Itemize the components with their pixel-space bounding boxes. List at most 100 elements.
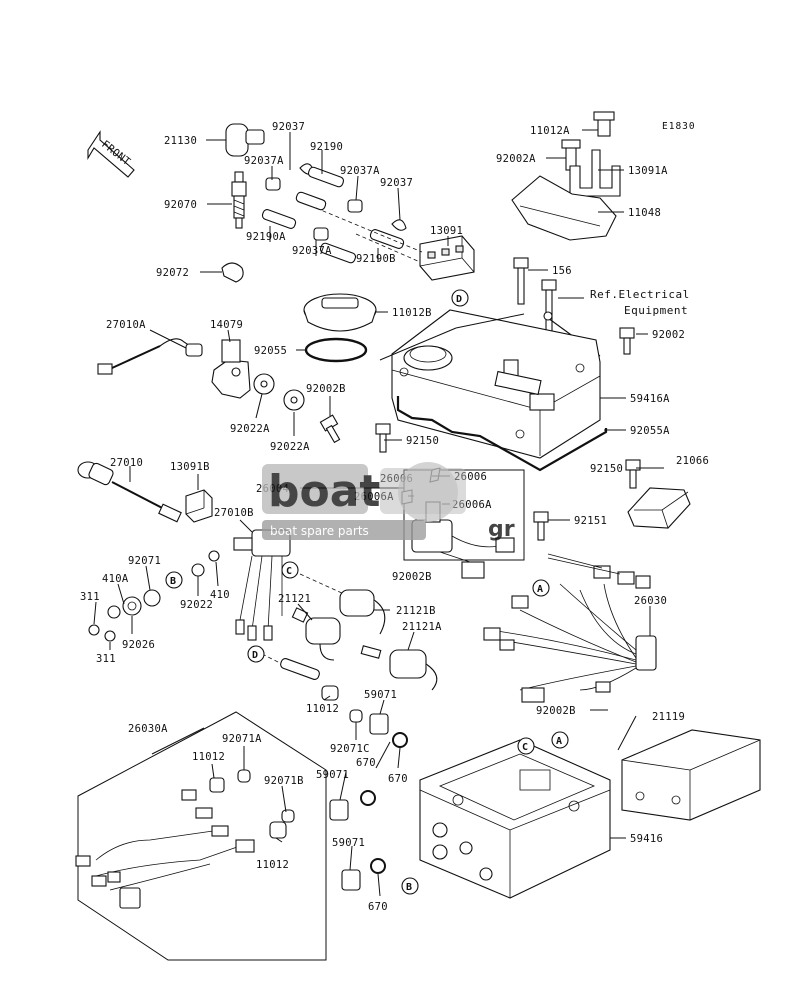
- part-label: 11012: [192, 751, 225, 763]
- part-label: 92150: [406, 435, 439, 447]
- part-label: 92071: [128, 555, 161, 567]
- part-label: 670: [388, 773, 408, 785]
- ref-note-line2: Equipment: [624, 304, 688, 317]
- part-label: 11012: [256, 859, 289, 871]
- part-label: 13091B: [170, 461, 210, 473]
- part-label: 14079: [210, 319, 243, 331]
- sub-harness-box-icon: [75, 711, 327, 961]
- part-label: 670: [356, 757, 376, 769]
- rubber-block-icon: [185, 489, 213, 523]
- part-label: 59071: [364, 689, 397, 701]
- part-label: 26006A: [452, 499, 492, 511]
- callout-c-bottom: C: [522, 742, 528, 753]
- part-label: 92022A: [230, 423, 270, 435]
- part-label: 92002B: [536, 705, 576, 717]
- front-arrow-icon: FRONT: [87, 130, 135, 178]
- part-label: 21121: [278, 593, 311, 605]
- o-ring-icon: [304, 337, 368, 363]
- diagram-code: E1830: [662, 121, 696, 132]
- part-label: 13091A: [628, 165, 668, 177]
- part-label: 26006: [454, 471, 487, 483]
- part-label: 11012B: [392, 307, 432, 319]
- leader-lines: [93, 129, 664, 897]
- callout-d-top: D: [456, 294, 462, 305]
- part-label: 27010A: [106, 319, 146, 331]
- bolt-icon: [533, 511, 549, 541]
- part-label: 92002A: [496, 153, 536, 165]
- part-label: 92002B: [306, 383, 346, 395]
- callout-c-left: C: [286, 566, 292, 577]
- part-label: 92190B: [356, 253, 396, 265]
- connector-harness-icon: [233, 529, 291, 641]
- callout-d-left: D: [252, 650, 258, 661]
- bolt-icon: [619, 327, 635, 355]
- part-label: 13091: [430, 225, 463, 237]
- part-label: 92022A: [270, 441, 310, 453]
- callout-b-bottom: B: [406, 882, 412, 893]
- bolt-icon: [513, 257, 529, 305]
- part-label: 21066: [676, 455, 709, 467]
- bolt-icon: [375, 423, 641, 489]
- part-label: 92037: [380, 177, 413, 189]
- part-label: 92071A: [222, 733, 262, 745]
- part-label: 11012: [306, 703, 339, 715]
- part-label: 92055A: [630, 425, 670, 437]
- part-label: 92072: [156, 267, 189, 279]
- callout-a-right: A: [537, 584, 543, 595]
- part-label: 92037A: [292, 245, 332, 257]
- ecu-box-icon: [621, 729, 761, 821]
- part-label: 27010: [110, 457, 143, 469]
- part-label: 410A: [102, 573, 129, 585]
- sensor-cable-icon: [77, 461, 182, 523]
- terminal-block-icon: [315, 207, 475, 281]
- part-label: 21121A: [402, 621, 442, 633]
- part-label: 92070: [164, 199, 197, 211]
- case-base-icon: [419, 739, 611, 899]
- part-label: 92002: [652, 329, 685, 341]
- watermark-brand-right: gr: [488, 517, 515, 542]
- part-label: 92190A: [246, 231, 286, 243]
- watermark-logo: boat boat spare parts gr: [262, 462, 515, 542]
- relay-icon: [627, 487, 691, 529]
- part-label: 59416: [630, 833, 663, 845]
- cap-icon: [303, 293, 377, 332]
- part-label: 59416A: [630, 393, 670, 405]
- part-label: 26030: [634, 595, 667, 607]
- sensor-icon: [97, 338, 203, 375]
- grommet-icons: [261, 653, 408, 891]
- main-harness-icon: [483, 553, 657, 703]
- callout-b-left: B: [170, 576, 176, 587]
- part-label: 92055: [254, 345, 287, 357]
- part-label: 92037: [272, 121, 305, 133]
- part-label: 92071C: [330, 743, 370, 755]
- part-label: 59071: [332, 837, 365, 849]
- part-label: 21121B: [396, 605, 436, 617]
- part-label: 410: [210, 589, 230, 601]
- small-parts-row-icon: [88, 550, 220, 642]
- bracket-assembly-icon: [511, 111, 621, 241]
- plug-cap-icon: [225, 123, 265, 157]
- part-label: 670: [368, 901, 388, 913]
- case-cover-icon: [379, 309, 601, 459]
- gasket-icon: [396, 396, 608, 472]
- part-label: 311: [80, 591, 100, 603]
- part-label: 21130: [164, 135, 197, 147]
- callout-a-bottom: A: [556, 736, 562, 747]
- watermark-subtitle: boat spare parts: [270, 524, 369, 538]
- ref-note-line1: Ref.Electrical: [590, 288, 690, 301]
- callout-circles: D A B C D C A B: [165, 289, 569, 895]
- part-label: 92190: [310, 141, 343, 153]
- part-label: 92037A: [244, 155, 284, 167]
- washer-icons: [253, 373, 305, 411]
- part-label: 92150: [590, 463, 623, 475]
- hose-clamp-icons: [221, 163, 407, 283]
- part-label: 311: [96, 653, 116, 665]
- part-label: 156: [552, 265, 572, 277]
- part-label: 92002B: [392, 571, 432, 583]
- part-label: 92071B: [264, 775, 304, 787]
- ignition-coil-icons: [291, 573, 438, 691]
- part-label: 92022: [180, 599, 213, 611]
- part-label: 26030A: [128, 723, 168, 735]
- bolt-icon: [319, 414, 341, 444]
